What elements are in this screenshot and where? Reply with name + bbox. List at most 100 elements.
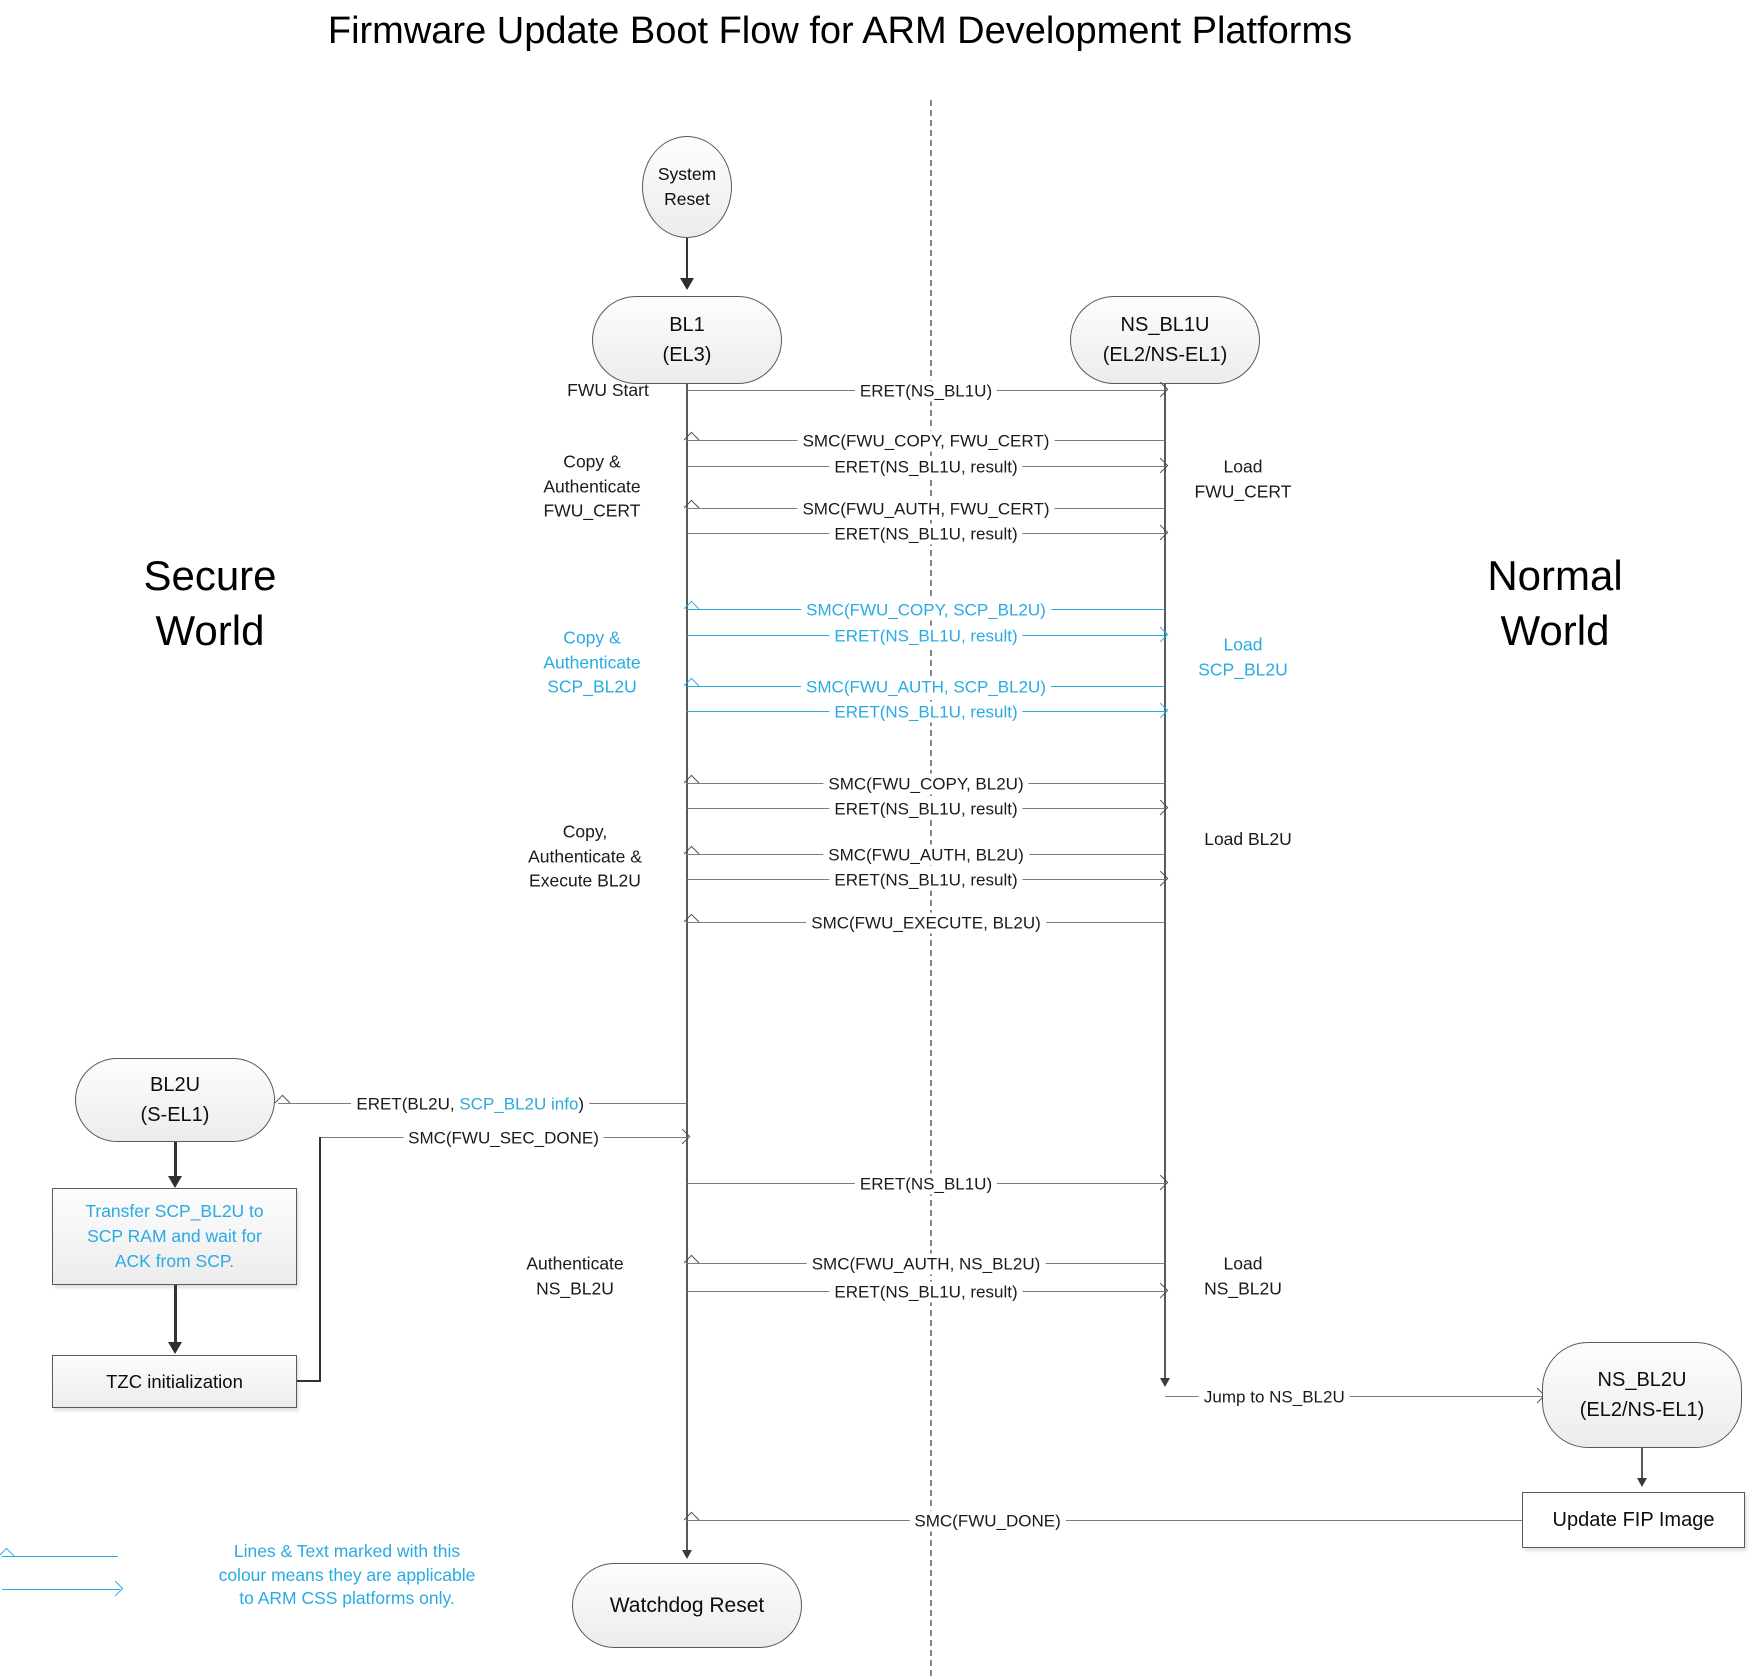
arrow-right-icon (1152, 799, 1169, 816)
side-label-line: FWU_CERT (1194, 481, 1292, 501)
message-arrow-left: SMC(FWU_COPY, FWU_CERT) (683, 430, 1165, 452)
secure-world-label: Secure World (60, 548, 360, 658)
bl1-line1: BL1 (669, 314, 705, 336)
update-fip-label: Update FIP Image (1552, 1509, 1715, 1531)
message-arrow-left: SMC(FWU_AUTH, SCP_BL2U) (683, 676, 1165, 698)
arrow-right-icon (1152, 381, 1169, 398)
ns-bl2u-node: NS_BL2U (EL2/NS-EL1) (1542, 1342, 1742, 1448)
message-arrow-right: ERET(NS_BL1U, result) (687, 798, 1169, 820)
side-label-line: FWU Start (567, 379, 649, 400)
message-arrow-right: ERET(NS_BL1U, result) (687, 625, 1169, 647)
side-label-line: FWU_CERT (543, 500, 641, 521)
side-label-line: SCP_BL2U (547, 676, 637, 697)
arrow-right-icon (107, 1580, 124, 1597)
message-arrow-left: SMC(FWU_COPY, BL2U) (683, 773, 1165, 795)
arrow-left-icon (274, 1094, 291, 1111)
ns-bl2u-line2: (EL2/NS-EL1) (1579, 1399, 1705, 1421)
side-label-line: Copy, (562, 821, 608, 842)
transfer-line1: Transfer SCP_BL2U to (85, 1201, 264, 1221)
message-label: ERET(NS_BL1U, result) (829, 701, 1023, 723)
message-label: SMC(FWU_AUTH, SCP_BL2U) (801, 676, 1051, 698)
bl1-lifeline (686, 384, 688, 1550)
transfer-to-tzc-arrowhead-icon (168, 1342, 182, 1354)
side-label-line: Authenticate (543, 651, 641, 672)
arrow-left-icon (0, 1547, 15, 1564)
side-label-line: Load (1223, 1253, 1263, 1274)
message-arrow-right: ERET(NS_BL1U, result) (687, 456, 1169, 478)
sec-done-elbow-horizontal (297, 1380, 321, 1382)
normal-world-line1: Normal (1487, 552, 1623, 599)
bl1-line2: (EL3) (662, 344, 712, 366)
system-reset-to-bl1-arrow (686, 238, 688, 278)
side-label-fwu-start: FWU Start (567, 378, 649, 403)
message-label: SMC(FWU_COPY, FWU_CERT) (797, 430, 1055, 452)
legend-note: Lines & Text marked with this colour mea… (187, 1540, 507, 1611)
message-label: ERET(NS_BL1U, result) (829, 456, 1023, 478)
normal-world-line2: World (1500, 607, 1610, 654)
side-label-line: NS_BL2U (1204, 1278, 1282, 1298)
arrow-right-icon (674, 1128, 691, 1145)
normal-world-label: Normal World (1405, 548, 1705, 658)
arrow-right-icon (1152, 702, 1169, 719)
legend-line1: Lines & Text marked with this (233, 1541, 461, 1561)
ns-bl2u-to-fip-arrow (1641, 1448, 1643, 1478)
side-label-line: Execute BL2U (529, 870, 641, 891)
message-label: ERET(NS_BL1U, result) (829, 869, 1023, 891)
message-arrow-right: ERET(NS_BL1U, result) (687, 1281, 1169, 1303)
arrow-right-icon (1152, 626, 1169, 643)
smc-sec-done-arrow: SMC(FWU_SEC_DONE) (320, 1127, 691, 1149)
side-label-line: Authenticate (526, 1253, 624, 1274)
transfer-scp-bl2u-node: Transfer SCP_BL2U to SCP RAM and wait fo… (52, 1188, 297, 1285)
secure-world-line2: World (155, 607, 265, 654)
secure-world-line1: Secure (143, 552, 277, 599)
watchdog-reset-node: Watchdog Reset (572, 1563, 802, 1648)
side-label-line: Load BL2U (1204, 828, 1292, 849)
ns-bl1u-node: NS_BL1U (EL2/NS-EL1) (1070, 296, 1260, 384)
transfer-line2: SCP RAM and wait for (87, 1226, 262, 1246)
tzc-label: TZC initialization (106, 1371, 243, 1392)
smc-sec-done-label: SMC(FWU_SEC_DONE) (403, 1127, 604, 1149)
message-label: ERET(NS_BL1U, result) (829, 1281, 1023, 1303)
message-arrow-left: SMC(FWU_AUTH, BL2U) (683, 844, 1165, 866)
side-label-copy-auth-exec-bl2u: Copy,Authenticate &Execute BL2U (528, 819, 642, 893)
bl2u-to-transfer-arrow (173, 1142, 177, 1176)
ns-bl2u-to-fip-arrowhead-icon (1637, 1478, 1647, 1487)
side-label-line: Copy & (563, 627, 621, 648)
arrow-right-icon (1152, 870, 1169, 887)
side-label-load-bl2u: Load BL2U (1204, 827, 1292, 852)
tzc-initialization-node: TZC initialization (52, 1355, 297, 1408)
message-label: ERET(NS_BL1U) (854, 1173, 998, 1195)
side-label-line: SCP_BL2U (1198, 659, 1288, 679)
arrow-right-icon (1152, 524, 1169, 541)
message-arrow-left: SMC(FWU_AUTH, NS_BL2U) (683, 1253, 1165, 1275)
side-label-line: NS_BL2U (536, 1278, 614, 1298)
transfer-to-tzc-arrow (173, 1285, 177, 1342)
legend-right-arrow (2, 1580, 124, 1597)
arrow-right-icon (1152, 1174, 1169, 1191)
system-reset-arrowhead-icon (680, 278, 694, 290)
message-arrow-right: ERET(NS_BL1U, result) (687, 701, 1169, 723)
message-label: SMC(FWU_AUTH, NS_BL2U) (806, 1253, 1046, 1275)
eret-bl2u-arrow: ERET(BL2U, SCP_BL2U info) (274, 1093, 687, 1115)
update-fip-image-node: Update FIP Image (1522, 1492, 1745, 1548)
message-label: ERET(NS_BL1U, result) (829, 798, 1023, 820)
message-label: ERET(NS_BL1U, result) (829, 625, 1023, 647)
sec-done-elbow-vertical (319, 1137, 321, 1382)
ns-bl2u-line1: NS_BL2U (1597, 1369, 1687, 1391)
legend-left-arrow (0, 1547, 118, 1564)
smc-fwu-done-label: SMC(FWU_DONE) (909, 1510, 1066, 1532)
message-arrow-left: SMC(FWU_COPY, SCP_BL2U) (683, 599, 1165, 621)
bl2u-line1: BL2U (149, 1074, 201, 1096)
legend-line2: colour means they are applicable (218, 1564, 476, 1585)
system-reset-node: System Reset (642, 136, 732, 238)
arrow-right-icon (1152, 457, 1169, 474)
jump-to-ns-bl2u-arrow: Jump to NS_BL2U (1165, 1386, 1546, 1408)
side-label-line: Load (1223, 634, 1263, 655)
message-label: SMC(FWU_COPY, BL2U) (823, 773, 1029, 795)
